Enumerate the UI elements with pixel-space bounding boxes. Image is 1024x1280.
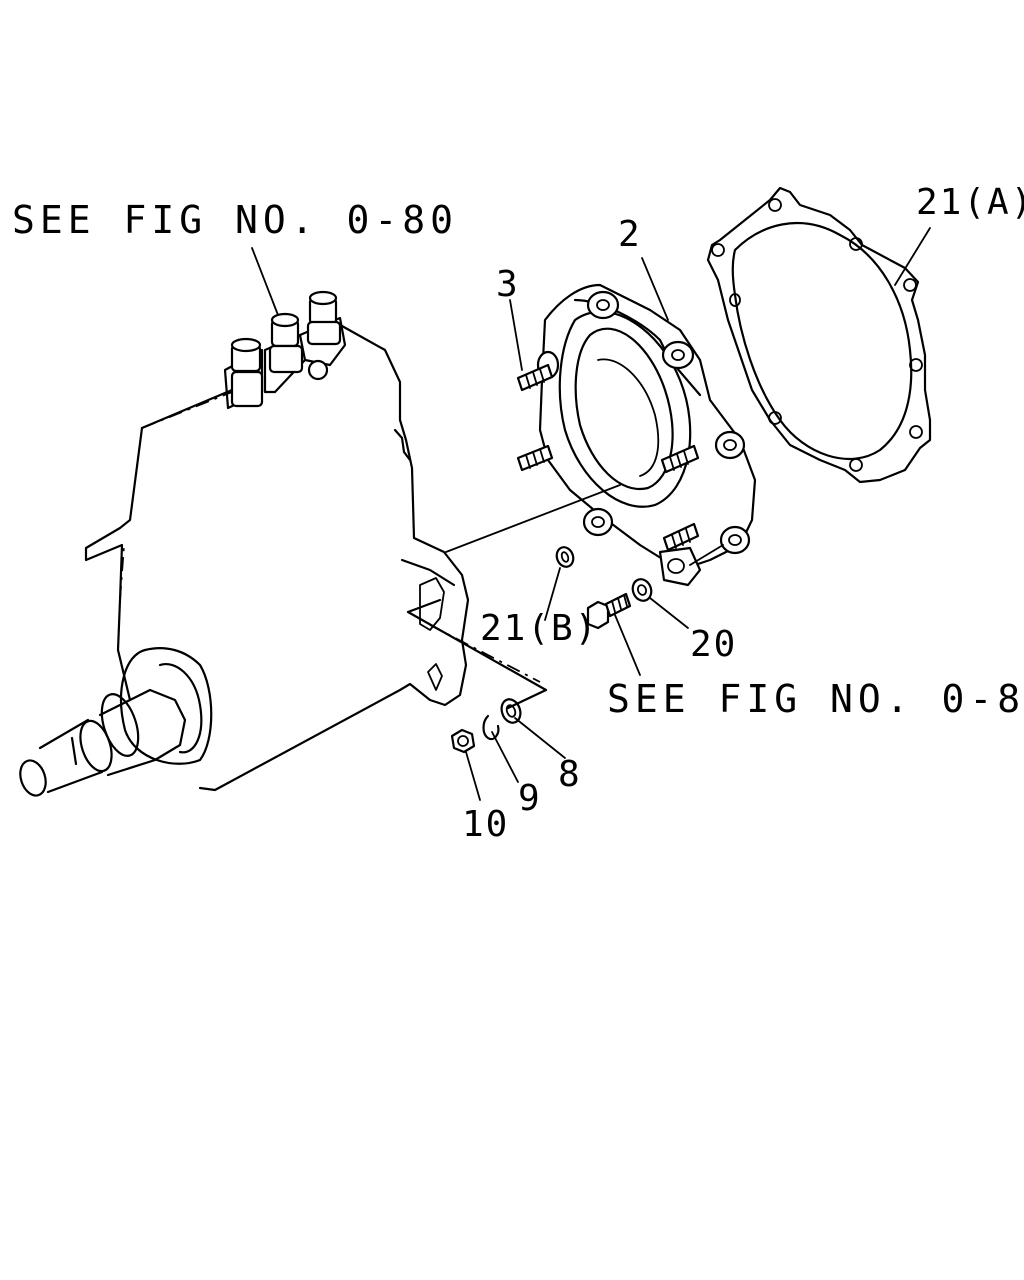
spring-washer-9 <box>482 714 500 741</box>
callout-21b: 21(B) <box>480 608 598 649</box>
callout-21a: 21(A) <box>916 182 1024 223</box>
assembly-line-upper <box>141 391 233 429</box>
cover-plate <box>536 283 757 587</box>
nut-10 <box>450 728 476 754</box>
stud-upper-left <box>516 363 554 392</box>
callout-8: 8 <box>558 754 582 795</box>
reference-label-top: SEE FIG NO. 0-80 <box>12 198 458 242</box>
injection-pump-body <box>19 324 470 797</box>
studs <box>516 363 700 552</box>
washer-8 <box>500 698 522 724</box>
callout-10: 10 <box>462 804 509 845</box>
callout-3: 3 <box>496 264 520 305</box>
mounting-bracket-lines <box>406 598 548 710</box>
washer-20 <box>631 578 653 602</box>
stud-lower <box>662 522 700 552</box>
callout-2: 2 <box>618 214 642 255</box>
stud-mid-right <box>660 444 700 474</box>
stud-mid-left <box>516 444 554 472</box>
callout-20: 20 <box>690 624 737 665</box>
callout-9: 9 <box>518 778 542 819</box>
reference-label-bottom: SEE FIG NO. 0-80 <box>607 677 1024 721</box>
bolt <box>586 592 632 630</box>
leader-lines <box>251 227 931 801</box>
delivery-valve-holders <box>223 290 347 410</box>
o-ring-21b <box>555 546 575 568</box>
gasket-21a <box>706 186 932 484</box>
assembly-line-shaft <box>119 544 125 601</box>
